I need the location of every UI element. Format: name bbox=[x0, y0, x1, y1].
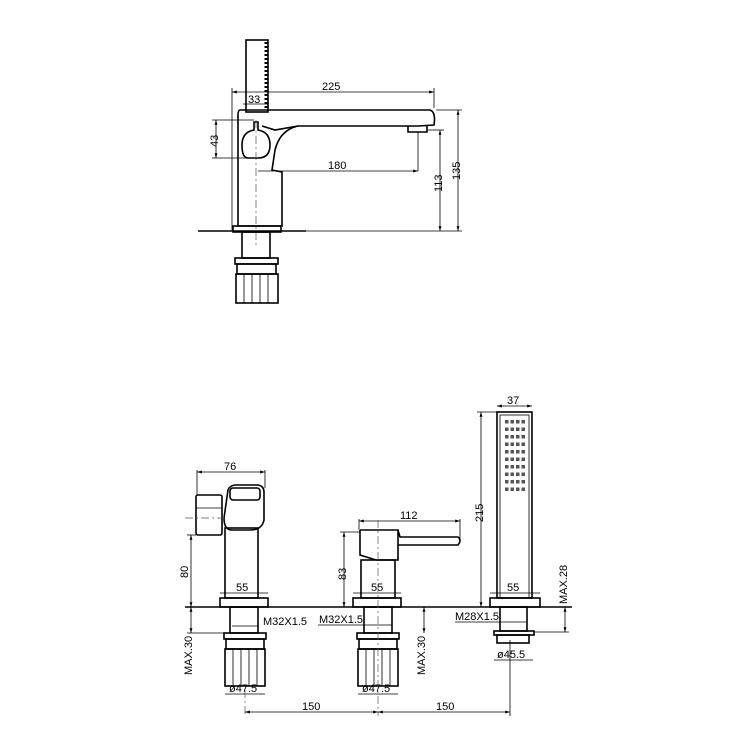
spray-nozzle bbox=[516, 472, 520, 476]
spray-nozzle bbox=[505, 442, 509, 446]
spray-nozzle bbox=[521, 420, 525, 424]
spray-nozzle bbox=[505, 487, 509, 491]
dim-112: 112 bbox=[400, 510, 418, 522]
thread-left: M32X1.5 bbox=[263, 616, 307, 628]
spray-nozzle bbox=[521, 465, 525, 469]
mixer-unit-front bbox=[352, 529, 461, 687]
spray-nozzle bbox=[516, 465, 520, 469]
spray-nozzle bbox=[521, 427, 525, 431]
diameter-left: ø47.5 bbox=[229, 683, 257, 695]
spout-unit-front bbox=[185, 484, 269, 687]
dim-37: 37 bbox=[507, 395, 519, 407]
spray-nozzle bbox=[510, 472, 514, 476]
handle-knob bbox=[241, 121, 271, 159]
spray-nozzle bbox=[505, 450, 509, 454]
spray-nozzle bbox=[516, 450, 520, 454]
spray-nozzle bbox=[516, 487, 520, 491]
spray-nozzle bbox=[516, 442, 520, 446]
spray-nozzle bbox=[510, 420, 514, 424]
max-28: MAX.28 bbox=[558, 565, 570, 604]
spray-nozzle bbox=[510, 465, 514, 469]
spray-nozzle bbox=[505, 465, 509, 469]
spacing-left: 150 bbox=[302, 701, 320, 713]
max-30-left: MAX.30 bbox=[183, 636, 195, 675]
thread-middle: M32X1.5 bbox=[319, 614, 363, 626]
spray-nozzle bbox=[505, 457, 509, 461]
dim-80: 80 bbox=[179, 566, 191, 578]
front-view: 76 80 55 M32X1.5 MAX.30 ø47.5 112 83 bbox=[179, 395, 572, 716]
dim-225: 225 bbox=[322, 81, 340, 93]
dim-55-middle: 55 bbox=[371, 582, 383, 594]
dim-55-left: 55 bbox=[236, 582, 248, 594]
spray-nozzle bbox=[516, 420, 520, 424]
spray-nozzle bbox=[505, 435, 509, 439]
spray-nozzle bbox=[516, 435, 520, 439]
spray-nozzle bbox=[505, 472, 509, 476]
spray-nozzle bbox=[510, 450, 514, 454]
spray-nozzle bbox=[510, 427, 514, 431]
spray-nozzle bbox=[521, 442, 525, 446]
mounting-nut bbox=[235, 273, 279, 304]
spout-body bbox=[237, 109, 436, 227]
dim-83: 83 bbox=[337, 568, 349, 580]
spray-nozzle bbox=[505, 420, 509, 424]
dim-215: 215 bbox=[474, 504, 486, 522]
hand-shower-front bbox=[489, 411, 541, 644]
spray-nozzle bbox=[516, 480, 520, 484]
spray-nozzle bbox=[510, 487, 514, 491]
spray-nozzle bbox=[516, 457, 520, 461]
spray-nozzle bbox=[521, 480, 525, 484]
spray-nozzle bbox=[510, 442, 514, 446]
diverter-knob bbox=[195, 494, 223, 536]
dim-76: 76 bbox=[224, 461, 236, 473]
spray-nozzle bbox=[521, 435, 525, 439]
spray-nozzle bbox=[521, 457, 525, 461]
spray-nozzle bbox=[521, 487, 525, 491]
dim-180: 180 bbox=[328, 160, 346, 172]
spray-nozzle bbox=[505, 480, 509, 484]
diameter-middle: ø47.5 bbox=[362, 683, 390, 695]
spray-nozzle bbox=[521, 472, 525, 476]
dim-113: 113 bbox=[433, 174, 445, 192]
spacing-right: 150 bbox=[436, 701, 454, 713]
spray-nozzle bbox=[510, 457, 514, 461]
dim-55-right: 55 bbox=[507, 582, 519, 594]
thread-right: M28X1.5 bbox=[455, 611, 499, 623]
spray-nozzle bbox=[510, 480, 514, 484]
max-30-middle: MAX.30 bbox=[416, 636, 428, 675]
spray-nozzle bbox=[521, 450, 525, 454]
dim-33: 33 bbox=[248, 94, 260, 106]
side-view: 225 33 43 180 113 135 bbox=[198, 39, 463, 304]
hand-shower-side bbox=[245, 39, 269, 113]
dim-135: 135 bbox=[451, 162, 463, 180]
spray-nozzle bbox=[505, 427, 509, 431]
spray-nozzle bbox=[516, 427, 520, 431]
dim-43: 43 bbox=[209, 135, 221, 147]
diameter-right: ø45.5 bbox=[497, 649, 525, 661]
spray-nozzle bbox=[510, 435, 514, 439]
